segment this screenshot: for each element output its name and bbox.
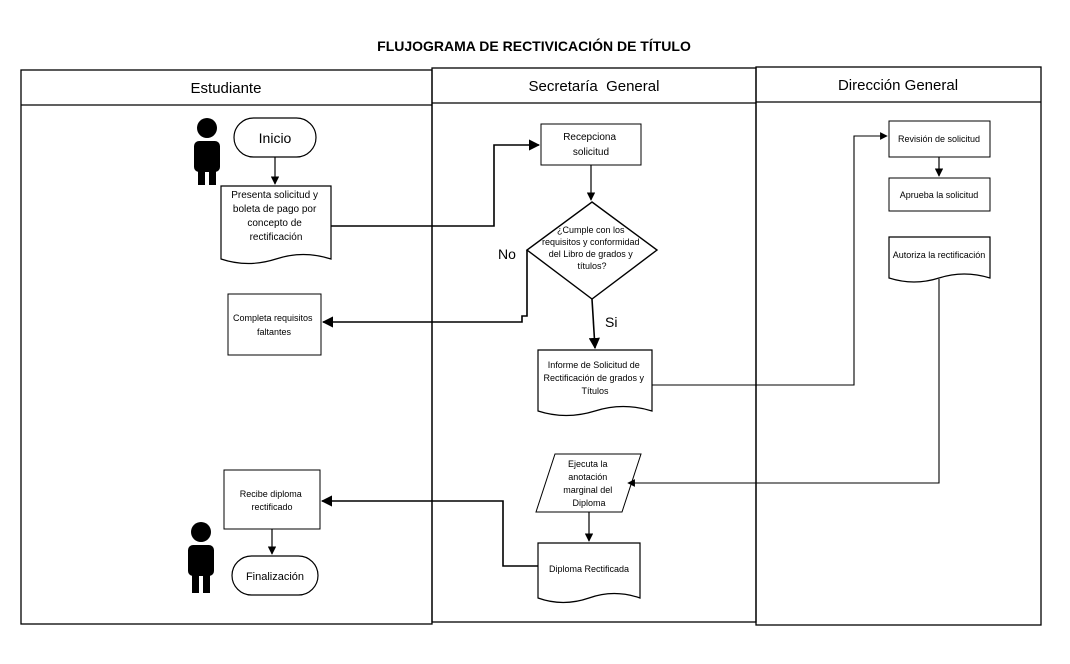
node-decision-label: ¿Cumple con los requisitos y conformidad… — [542, 225, 642, 271]
lane-estudiante — [20, 69, 433, 625]
node-informe — [537, 349, 653, 417]
edge-informe-revision — [652, 132, 888, 386]
node-presenta-label: Presenta solicitud y boleta de pago por … — [231, 190, 321, 243]
node-aprueba-label: Aprueba la solicitud — [900, 190, 979, 200]
lane-header-estudiante: Estudiante — [191, 80, 262, 97]
lane-header-secretaria: Secretaría General — [529, 78, 660, 95]
node-diploma-rectificada-label: Diploma Rectificada — [549, 564, 629, 574]
edge-label-si: Si — [605, 314, 617, 330]
node-recepciona — [540, 123, 642, 166]
edge-decision-si — [588, 298, 600, 350]
edge-label-no: No — [498, 246, 516, 262]
edge-decision-no — [321, 250, 528, 328]
node-finalizacion-label: Finalización — [246, 571, 304, 583]
node-autoriza — [888, 236, 991, 283]
node-finalizacion — [231, 555, 319, 596]
node-revision-label: Revisión de solicitud — [898, 134, 980, 144]
node-completa — [227, 293, 322, 356]
edge-presenta-recepciona — [331, 139, 541, 227]
node-revision — [888, 120, 991, 158]
node-presenta — [220, 185, 332, 265]
node-completa-label: Completa requisitos faltantes — [233, 313, 315, 337]
lane-header-direccion: Dirección General — [838, 77, 958, 94]
node-ejecuta — [535, 453, 642, 513]
swimlanes — [20, 66, 1042, 626]
edge-diploma-recibe — [320, 495, 538, 567]
node-recibe — [223, 469, 321, 530]
node-diploma-rectificada — [537, 542, 641, 604]
diagram-title: FLUJOGRAMA DE RECTIVICACIÓN DE TÍTULO — [377, 37, 691, 54]
lane-direccion — [755, 66, 1042, 626]
node-inicio-label: Inicio — [259, 130, 292, 146]
node-recepciona-label: Recepciona solicitud — [563, 132, 619, 158]
node-aprueba — [888, 177, 991, 212]
node-recibe-label: Recibe diploma rectificado — [240, 489, 305, 512]
node-autoriza-label: Autoriza la rectificación — [893, 250, 986, 260]
person-icon — [188, 522, 214, 593]
node-informe-label: Informe de Solicitud de Rectificación de… — [543, 360, 646, 396]
person-icon — [194, 118, 220, 185]
node-ejecuta-label: Ejecuta la anotación marginal del Diplom… — [563, 459, 615, 508]
edge-autoriza-ejecuta — [627, 279, 940, 487]
connectors — [267, 132, 944, 567]
